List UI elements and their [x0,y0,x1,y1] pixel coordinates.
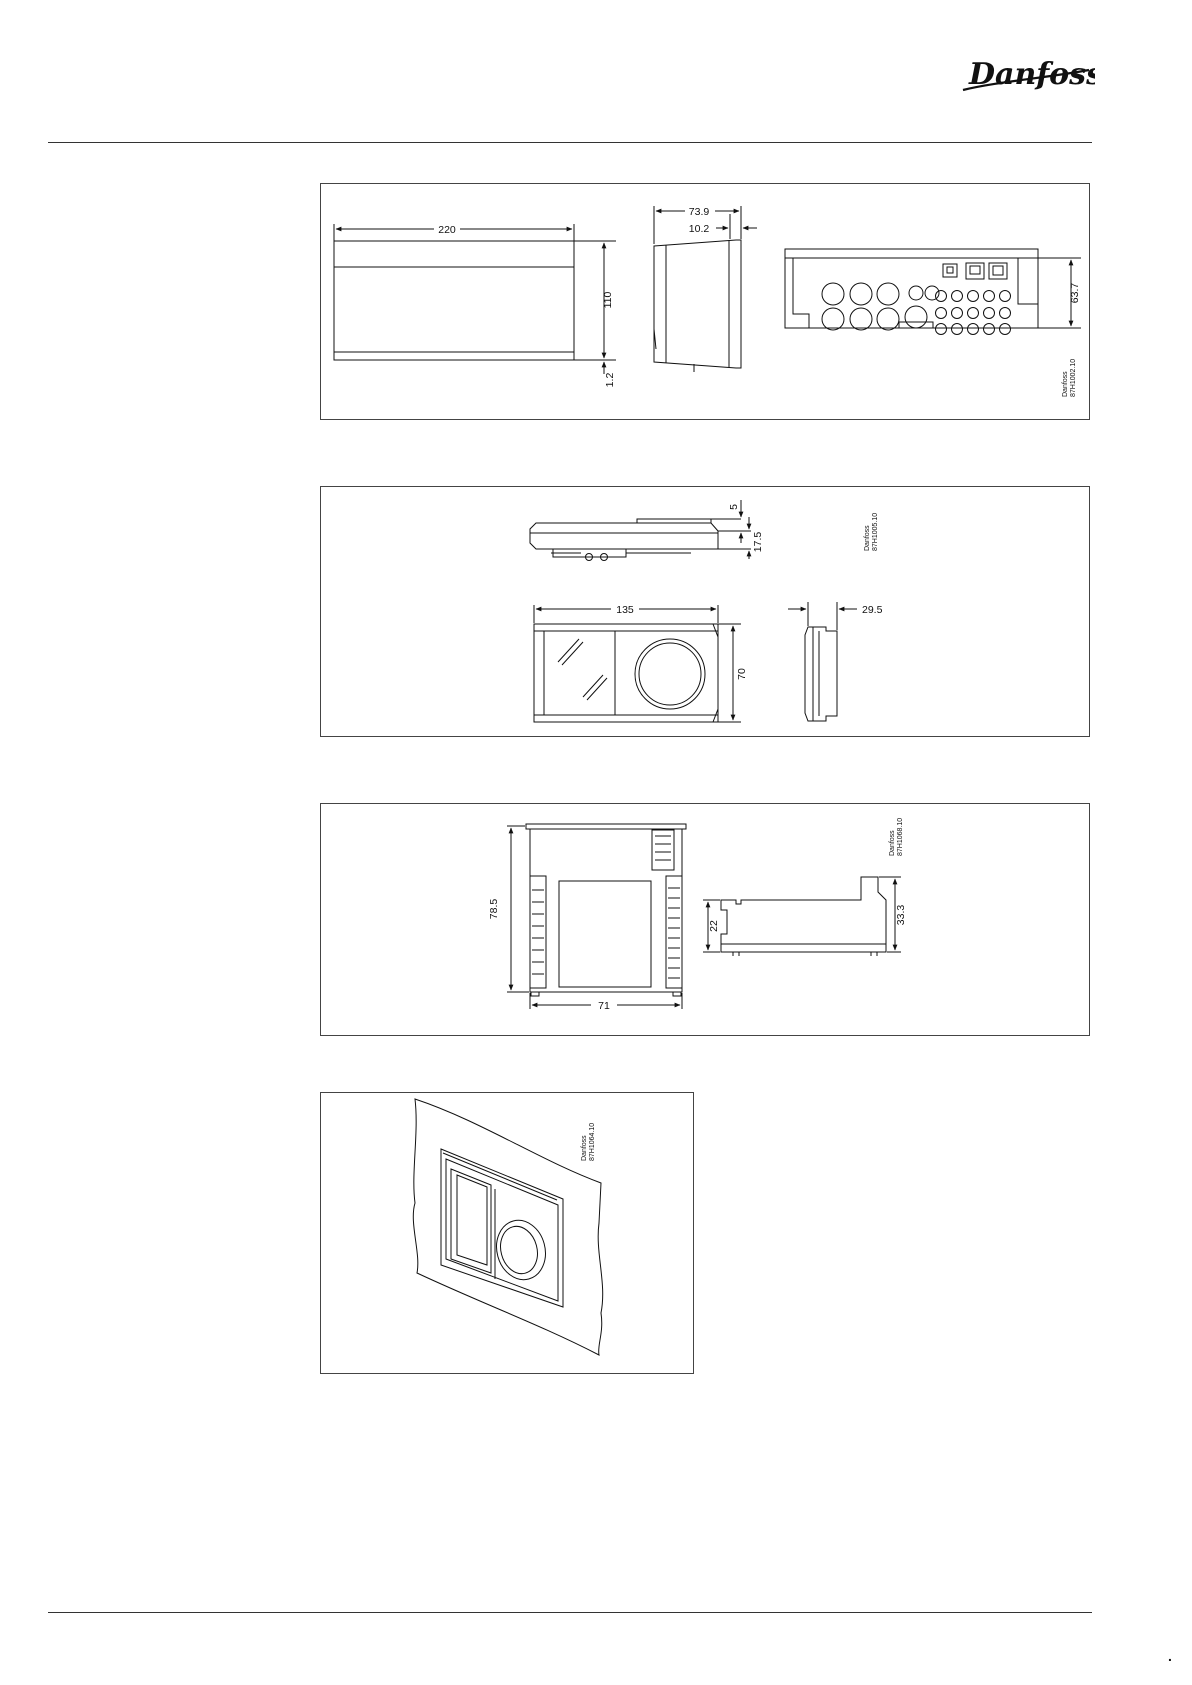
svg-text:87H1064.10: 87H1064.10 [589,1123,596,1161]
ports [943,263,1007,279]
module-front-view [507,824,686,1009]
drawing-code: Danfoss 87H1064.10 [581,1123,596,1161]
svg-text:87H1068.10: 87H1068.10 [897,818,904,856]
dim-module-base: 22 [708,920,720,932]
svg-text:Danfoss: Danfoss [581,1135,588,1161]
cable-entries [822,283,1011,335]
svg-text:Danfoss: Danfoss [1062,371,1069,397]
module-dimension-panel: 78.5 71 22 33.3 Danfoss 87H1068.10 [320,803,1090,1036]
controller-connector-view [785,249,1081,335]
wall-mounting-illustration [413,1099,602,1355]
drawing-code: Danfoss 87H1005.10 [864,513,879,551]
dim-front: 10.2 [689,223,710,235]
display-top-view [530,500,751,561]
drawing-code: Danfoss 87H1002.10 [1062,359,1077,397]
drawing-code: Danfoss 87H1068.10 [889,818,904,856]
display-front-view [534,605,741,722]
svg-text:Danfoss: Danfoss [864,525,871,551]
header-rule [48,142,1092,143]
display-side-view [788,602,857,721]
brand-logo-text: Danfoss [968,57,1095,92]
dim-thickness: 17.5 [752,532,764,553]
dim-top-step: 5 [728,504,740,510]
svg-text:87H1002.10: 87H1002.10 [1070,359,1077,397]
dim-depth: 73.9 [689,206,710,218]
module-side-view [703,877,901,956]
dim-display-width: 135 [616,604,634,616]
controller-front-view [334,224,616,374]
dim-offset: 1.2 [604,373,616,388]
svg-text:Danfoss: Danfoss [889,830,896,856]
module-terminals [532,836,680,978]
svg-text:87H1005.10: 87H1005.10 [872,513,879,551]
danfoss-logo: Danfoss [955,52,1095,100]
dim-height: 110 [602,291,614,308]
dim-display-height: 70 [736,668,748,680]
dim-display-depth: 29.5 [862,604,883,616]
controller-dimension-panel: 220 110 1.2 73.9 10.2 63.7 Danfoss 87H10… [320,183,1090,420]
dim-module-height: 78.5 [488,899,500,920]
dim-module-total: 33.3 [895,905,907,926]
page-mark: . [1168,1648,1172,1664]
dim-side: 63.7 [1069,283,1081,304]
mounting-illustration-panel: Danfoss 87H1064.10 [320,1092,694,1374]
footer-rule [48,1612,1092,1613]
dim-module-width: 71 [598,1000,610,1012]
display-dimension-panel: 5 17.5 135 70 29.5 Danfoss 87H1005.10 [320,486,1090,737]
dim-width: 220 [438,224,456,236]
